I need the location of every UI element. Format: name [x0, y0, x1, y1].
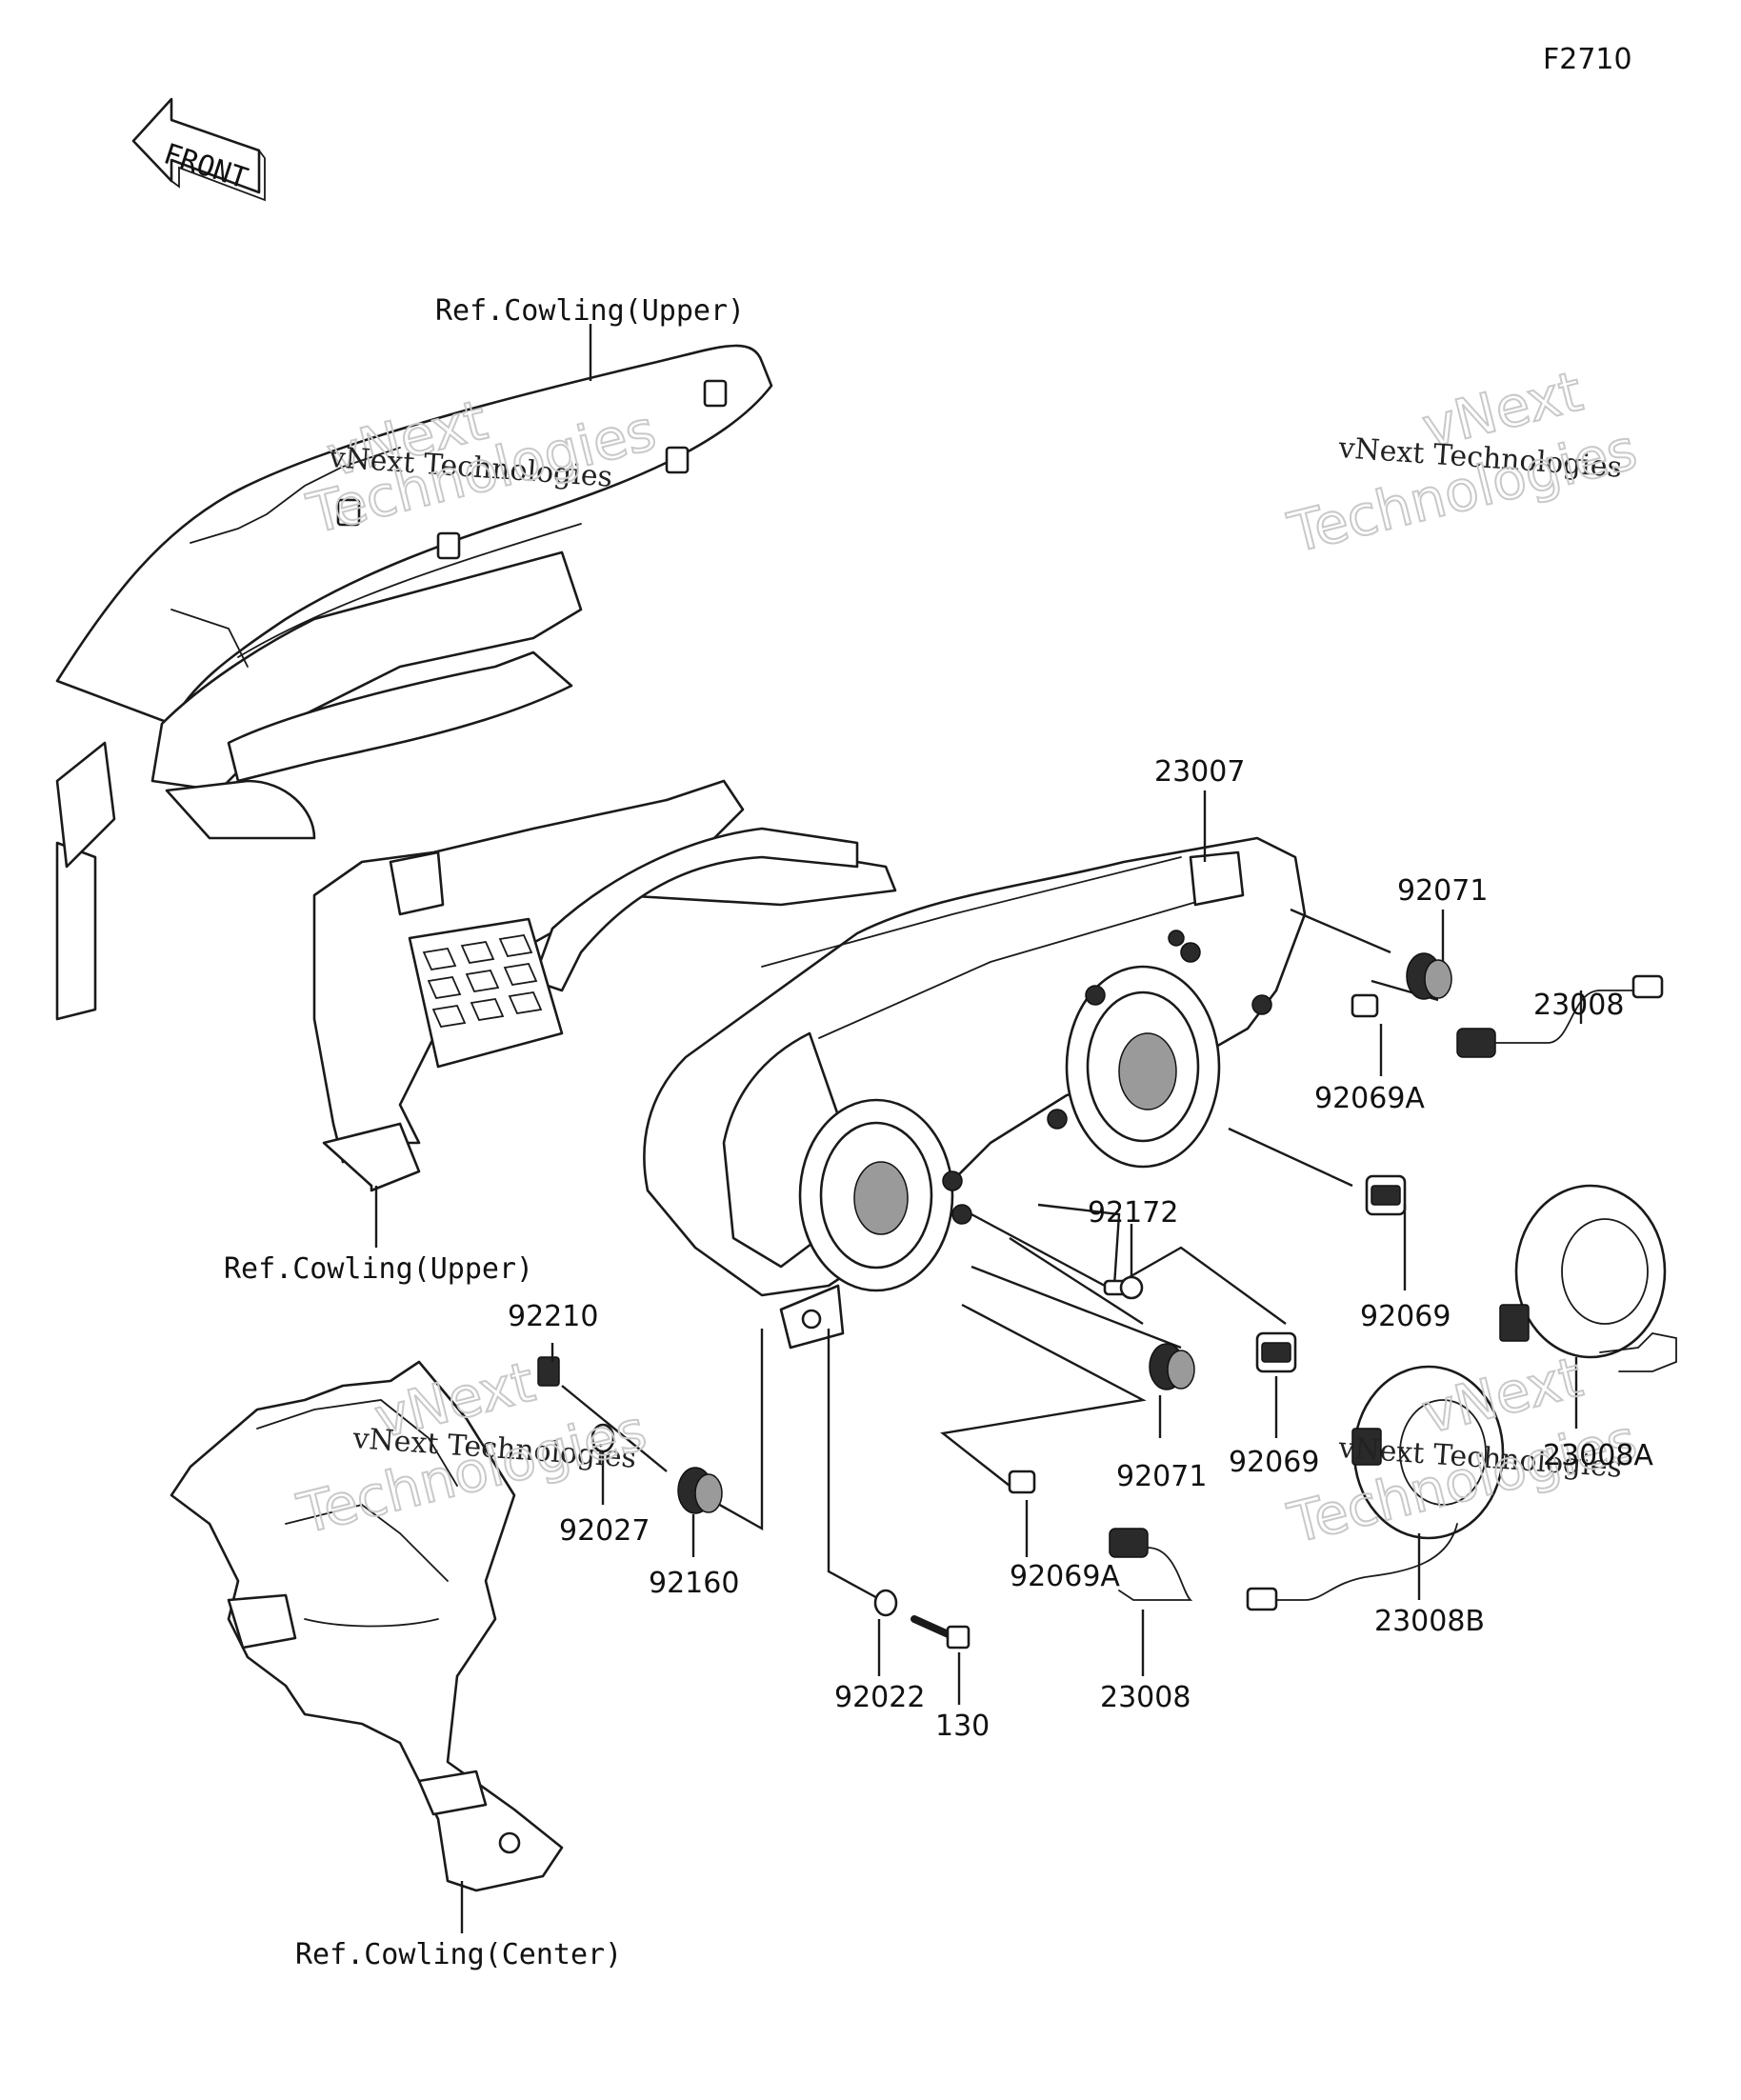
upper-cowling-top-drawing: [55, 324, 773, 1021]
collar-92027-drawing: [561, 1385, 668, 1505]
connector-23008-top-drawing: [1456, 974, 1664, 1058]
part-label-23008A: 23008A: [1543, 1439, 1653, 1472]
part-label-92172: 92172: [1088, 1196, 1178, 1230]
figure-code: F2710: [1543, 43, 1632, 76]
part-label-23007: 23007: [1154, 755, 1245, 789]
part-label-92160: 92160: [649, 1567, 739, 1600]
part-label-92069A-lower: 92069A: [1010, 1560, 1120, 1593]
grommet-92071-lower-drawing: [1149, 1343, 1195, 1438]
ref-cowling-upper-mid-label: Ref.Cowling(Upper): [224, 1252, 533, 1286]
watermark-top-right: vNext vNext Technologies Technologies: [1281, 358, 1644, 567]
bulb-92069A-lower-drawing: [1008, 1470, 1036, 1557]
center-cowling-drawing: [170, 1360, 564, 1933]
connector-23008-lower-drawing: [1109, 1528, 1193, 1676]
damper-92160-drawing: [677, 1467, 723, 1557]
ref-cowling-upper-top-label: Ref.Cowling(Upper): [435, 294, 745, 328]
ref-cowling-center-label: Ref.Cowling(Center): [295, 1938, 622, 1971]
screw-92172-drawing: [1103, 1224, 1144, 1300]
part-label-92069-top: 92069: [1360, 1300, 1451, 1333]
washer-92022-drawing: [873, 1589, 898, 1676]
cover-23008B-drawing: [1246, 1365, 1505, 1611]
bulb-92069-top-drawing: [1365, 1174, 1407, 1290]
bulb-92069A-top-drawing: [1351, 993, 1383, 1076]
part-label-92210: 92210: [508, 1300, 598, 1333]
part-label-92022: 92022: [834, 1681, 925, 1714]
part-label-130: 130: [935, 1710, 990, 1743]
grommet-92071-top-drawing: [1406, 910, 1452, 1000]
part-label-92071-lower: 92071: [1116, 1460, 1207, 1493]
part-label-23008-top: 23008: [1533, 989, 1624, 1022]
headlight-assembly-drawing: [643, 790, 1439, 1602]
part-label-92069A-top: 92069A: [1314, 1082, 1425, 1115]
front-arrow-icon: FRONT: [131, 97, 266, 202]
part-label-92069-lower: 92069: [1229, 1446, 1319, 1479]
clip-92210-drawing: [537, 1343, 560, 1387]
part-label-92027: 92027: [559, 1514, 650, 1548]
part-label-23008B: 23008B: [1374, 1605, 1485, 1638]
upper-cowling-inner-drawing: [312, 779, 897, 1248]
bulb-92069-lower-drawing: [1255, 1331, 1297, 1438]
part-label-92071-top: 92071: [1397, 874, 1488, 908]
part-label-23008-lower: 23008: [1100, 1681, 1191, 1714]
bolt-130-drawing: [911, 1615, 971, 1705]
cover-23008A-drawing: [1499, 1184, 1677, 1429]
